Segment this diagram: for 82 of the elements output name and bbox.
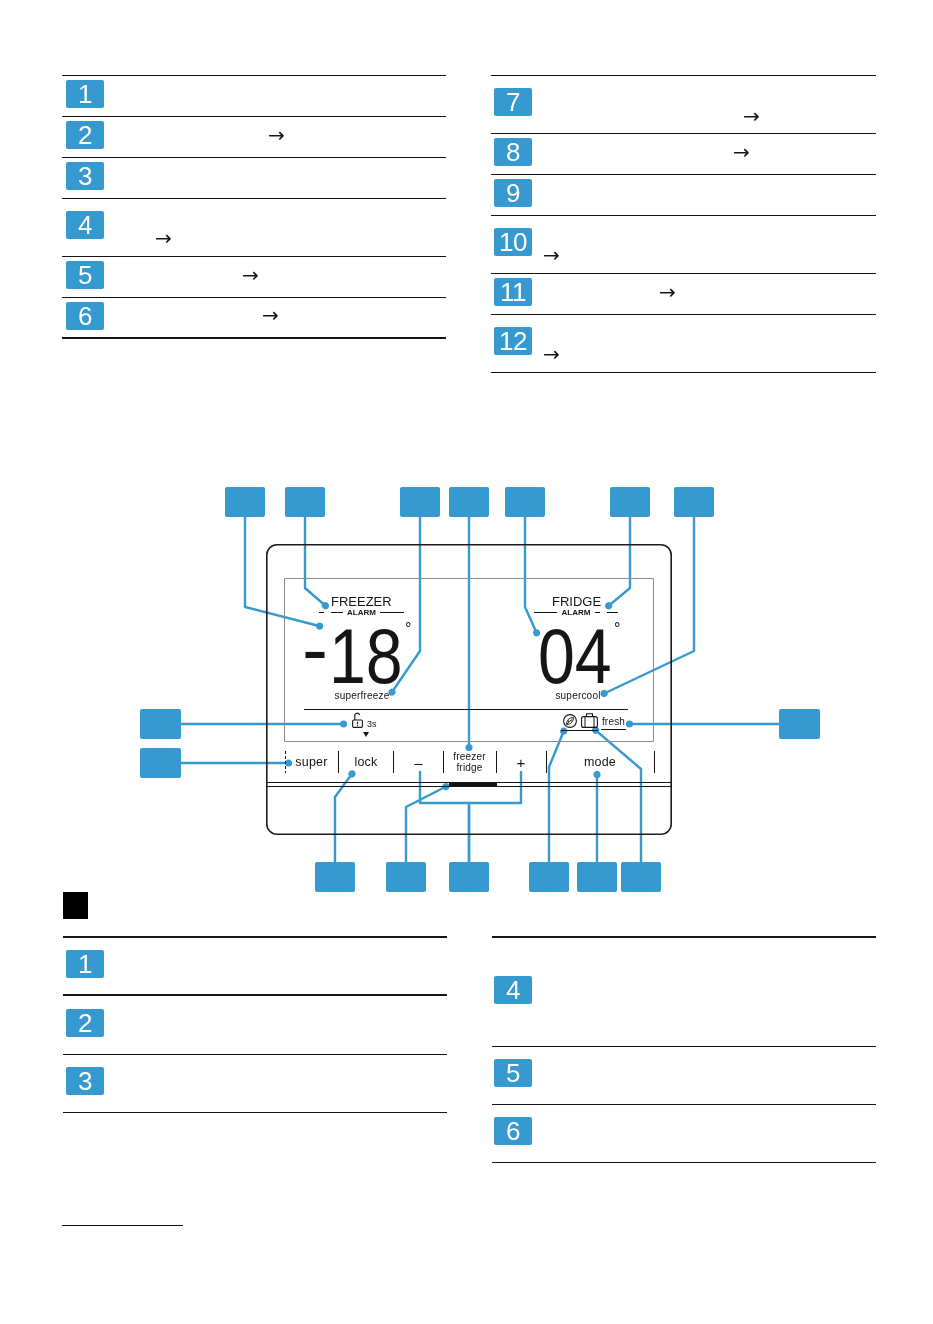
cross-reference-mark: → (543, 344, 560, 364)
leader-line (465, 517, 473, 751)
callout-box (674, 487, 714, 517)
number-badge: 4 (66, 211, 104, 239)
touch-key: lock (350, 754, 382, 771)
callout-box (386, 862, 426, 892)
number-badge: 3 (66, 162, 104, 190)
indicator-label: superfreeze (334, 689, 390, 702)
number-badge: 12 (494, 327, 532, 355)
callout-box (529, 862, 569, 892)
touch-key: + (513, 754, 529, 771)
number-badge: 9 (494, 179, 532, 207)
cross-reference-mark: → (262, 305, 279, 325)
leader-line (181, 759, 292, 767)
cross-reference-mark: → (543, 245, 560, 265)
number-badge: 2 (66, 121, 104, 149)
cross-reference-mark: → (155, 228, 172, 248)
number-badge: 5 (66, 261, 104, 289)
leader-line (605, 517, 632, 610)
cross-reference-mark: → (659, 282, 676, 302)
leader-line (243, 517, 324, 630)
leader-line (523, 517, 541, 637)
callout-box (140, 748, 181, 778)
number-badge: 3 (66, 1067, 104, 1095)
cross-reference-mark: → (733, 142, 750, 162)
alarm-indicator: ALARM (534, 608, 618, 618)
number-badge: 7 (494, 88, 532, 116)
callout-box (621, 862, 661, 892)
number-badge: 10 (494, 228, 532, 256)
touch-key: super (292, 754, 331, 771)
compartment-label: FRIDGE (552, 594, 602, 609)
timer-label: 3s (367, 719, 377, 729)
touch-key: freezer fridge (449, 751, 490, 773)
leader-line (303, 517, 329, 610)
callout-box (449, 487, 489, 517)
leader-line (404, 783, 450, 862)
touch-key: mode (580, 754, 620, 771)
leader-line (600, 517, 696, 697)
control-panel (266, 544, 672, 835)
leader-line (181, 720, 347, 728)
temperature-digits: 04 (538, 627, 612, 686)
leader-line (592, 726, 643, 862)
callout-box (577, 862, 617, 892)
leader-line (333, 770, 356, 862)
number-badge: 2 (66, 1009, 104, 1037)
callout-box (779, 709, 820, 739)
number-badge: 6 (66, 302, 104, 330)
leader-line (626, 720, 779, 728)
temperature-digits: 18 (329, 627, 403, 686)
number-badge: 1 (66, 80, 104, 108)
callout-box (610, 487, 650, 517)
suitcase-icon (581, 713, 598, 728)
alarm-indicator: ALARM (319, 608, 404, 618)
callout-box (449, 862, 489, 892)
leader-line (547, 727, 568, 862)
leaf-icon (563, 714, 577, 728)
touch-key: – (410, 754, 427, 771)
degree-sign: ° (614, 621, 621, 637)
callout-box (315, 862, 355, 892)
number-badge: 11 (494, 278, 532, 306)
indicator-label: fresh (601, 716, 626, 730)
callout-box (400, 487, 440, 517)
compartment-label: FREEZER (331, 594, 392, 609)
display-window (284, 578, 654, 742)
indicator-label: supercool (555, 689, 601, 702)
callout-box (140, 709, 181, 739)
callout-box (505, 487, 545, 517)
number-badge: 6 (494, 1117, 532, 1145)
leader-line (467, 771, 523, 862)
callout-box (225, 487, 265, 517)
cross-reference-mark: → (743, 106, 760, 126)
degree-sign: ° (405, 621, 412, 637)
cross-reference-mark: → (268, 125, 285, 145)
number-badge: 1 (66, 950, 104, 978)
number-badge: 4 (494, 976, 532, 1004)
number-badge: 8 (494, 138, 532, 166)
leader-line (388, 517, 422, 696)
minus-sign: - (302, 627, 328, 672)
leader-line (593, 771, 601, 862)
cross-reference-mark: → (242, 265, 259, 285)
callout-box (285, 487, 325, 517)
number-badge: 5 (494, 1059, 532, 1087)
